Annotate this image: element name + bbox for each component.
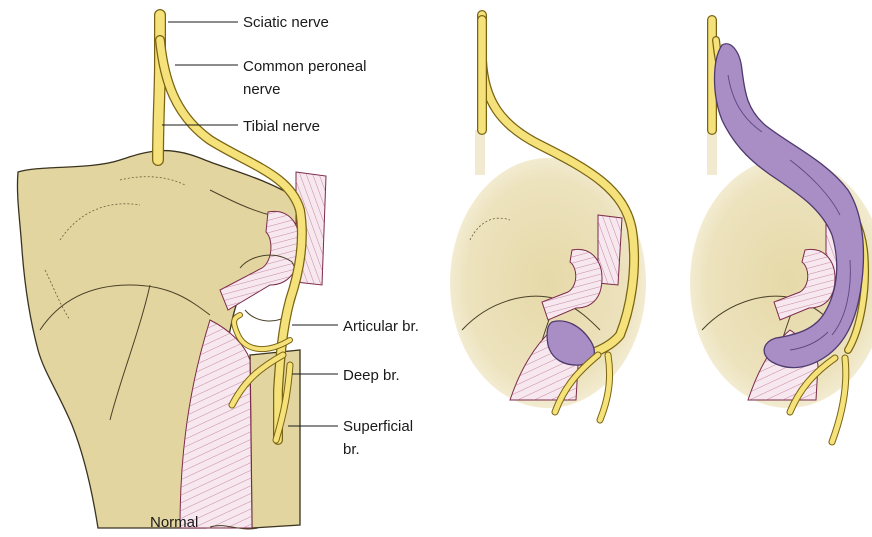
label-sciatic-nerve: Sciatic nerve [243, 14, 329, 31]
label-superficial-2: br. [343, 441, 360, 458]
label-articular-branch: Articular br. [343, 318, 419, 335]
panel-large-cyst [690, 20, 872, 442]
label-deep-branch: Deep br. [343, 367, 400, 384]
panel-small-cyst [450, 15, 646, 420]
label-common-peroneal-1: Common peroneal [243, 58, 366, 75]
label-normal: Normal [150, 514, 198, 531]
label-tibial-nerve: Tibial nerve [243, 118, 320, 135]
label-superficial-1: Superficial [343, 418, 413, 435]
label-common-peroneal-2: nerve [243, 81, 281, 98]
